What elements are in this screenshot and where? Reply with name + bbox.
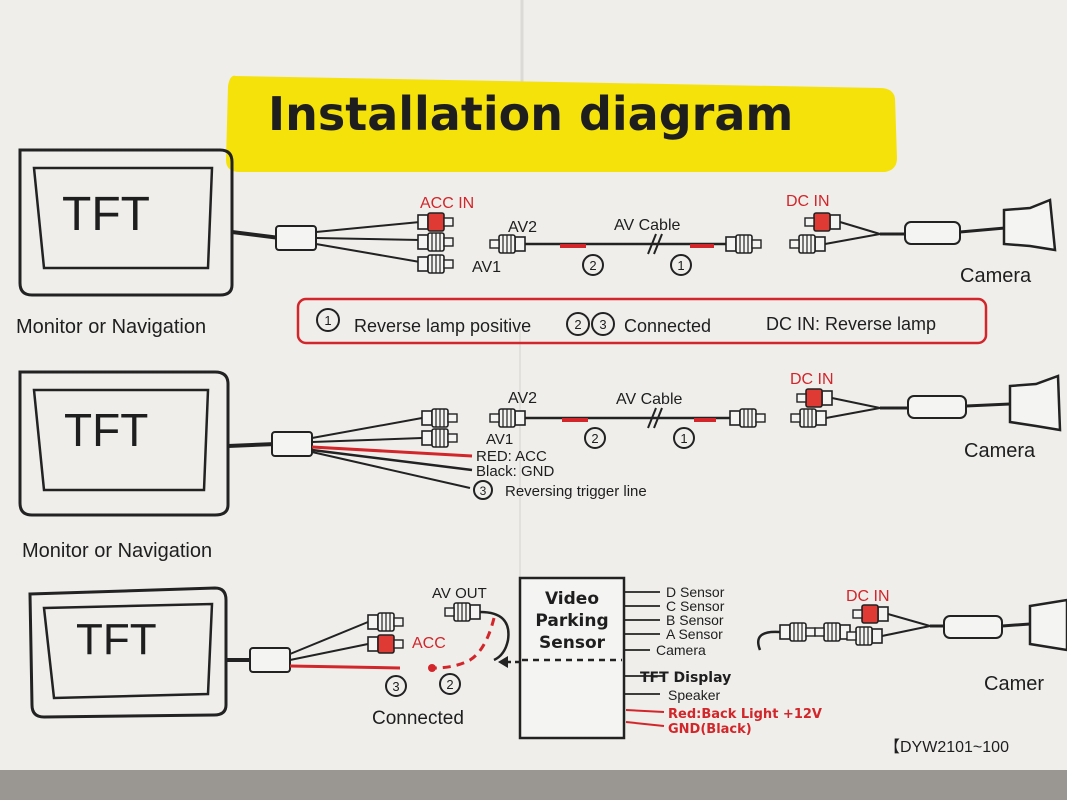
box-line-3: Sensor <box>539 633 606 653</box>
acc-in-label: ACC IN <box>420 195 474 212</box>
red-backlight-label: Red:Back Light +12V <box>668 707 822 722</box>
av2-label: AV2 <box>508 219 537 236</box>
speaker-label: Speaker <box>668 687 720 703</box>
marker-3-3: 3 <box>392 679 399 694</box>
sensor-outputs: D Sensor C Sensor B Sensor A Sensor Came… <box>624 584 822 737</box>
title-banner <box>226 75 897 172</box>
gnd-black-label: GND(Black) <box>668 722 752 737</box>
monitor-2-caption: Monitor or Navigation <box>22 540 212 562</box>
camera-3-label: Camer <box>984 673 1044 695</box>
dc-in-label-3: DC IN <box>846 588 890 605</box>
monitor-1-caption: Monitor or Navigation <box>16 316 206 338</box>
diagram-3: TFT ACC AV OUT 3 2 Connected Video Parki… <box>28 576 1067 756</box>
legend-n2: 2 <box>574 317 581 332</box>
black-gnd-label: Black: GND <box>476 463 555 480</box>
page-title: Installation diagram <box>268 87 793 141</box>
connector-1 <box>275 225 317 251</box>
legend-item-3: DC IN: Reverse lamp <box>766 314 936 334</box>
model-number: 【DYW2101~100 <box>884 739 1009 756</box>
legend-n1: 1 <box>324 313 331 328</box>
dc-in-label-1: DC IN <box>786 193 830 210</box>
camera-3-icon <box>1028 598 1067 652</box>
av-out-label: AV OUT <box>432 585 487 602</box>
box-line-1: Video <box>545 589 599 609</box>
sensor-d: D Sensor <box>666 584 725 600</box>
marker-2-1: 1 <box>680 431 687 446</box>
av-cable-label-2: AV Cable <box>616 391 683 408</box>
marker-1-2: 2 <box>589 258 596 273</box>
av1-label-2: AV1 <box>486 431 513 448</box>
marker-2-3: 3 <box>480 484 487 498</box>
red-acc-label: RED: ACC <box>476 448 547 465</box>
legend-box <box>296 297 988 345</box>
box-line-2: Parking <box>535 611 608 631</box>
av-cable-label-1: AV Cable <box>614 217 681 234</box>
sensor-a: A Sensor <box>666 626 723 642</box>
connector-3 <box>249 647 291 673</box>
legend-n3: 3 <box>599 317 606 332</box>
tft-display-label: TFT Display <box>640 670 731 686</box>
sensor-c: C Sensor <box>666 598 725 614</box>
marker-1-1: 1 <box>677 258 684 273</box>
paper-sheet <box>0 0 1067 780</box>
sensor-camera: Camera <box>656 642 706 658</box>
av1-label: AV1 <box>472 259 501 276</box>
camera-2-label: Camera <box>964 440 1036 462</box>
marker-3-2: 2 <box>446 677 453 692</box>
marker-2-2: 2 <box>591 431 598 446</box>
connected-label: Connected <box>372 708 464 729</box>
connector-2 <box>271 431 313 457</box>
sensor-b: B Sensor <box>666 612 724 628</box>
monitor-3-label: TFT <box>76 615 157 664</box>
monitor-2-label: TFT <box>64 404 148 456</box>
monitor-3 <box>28 586 228 719</box>
diagram-2: TFT Monitor or Navigation AV1 RED: ACC B… <box>18 370 1062 562</box>
acc-label: ACC <box>412 635 446 652</box>
video-parking-sensor-box <box>518 576 626 740</box>
av2-label-2: AV2 <box>508 390 537 407</box>
camera-1-label: Camera <box>960 265 1032 287</box>
dc-in-label-2: DC IN <box>790 371 834 388</box>
diagram-1: TFT Monitor or Navigation ACC IN AV1 AV2… <box>16 148 1057 345</box>
monitor-2 <box>18 370 230 517</box>
camera-1-icon <box>1002 198 1057 252</box>
camera-2-icon <box>1008 374 1062 432</box>
monitor-1 <box>18 148 234 297</box>
legend-item-2: Connected <box>624 316 711 336</box>
monitor-1-label: TFT <box>62 188 150 241</box>
legend-item-1: Reverse lamp positive <box>354 316 531 336</box>
reversing-label: Reversing trigger line <box>505 483 647 500</box>
